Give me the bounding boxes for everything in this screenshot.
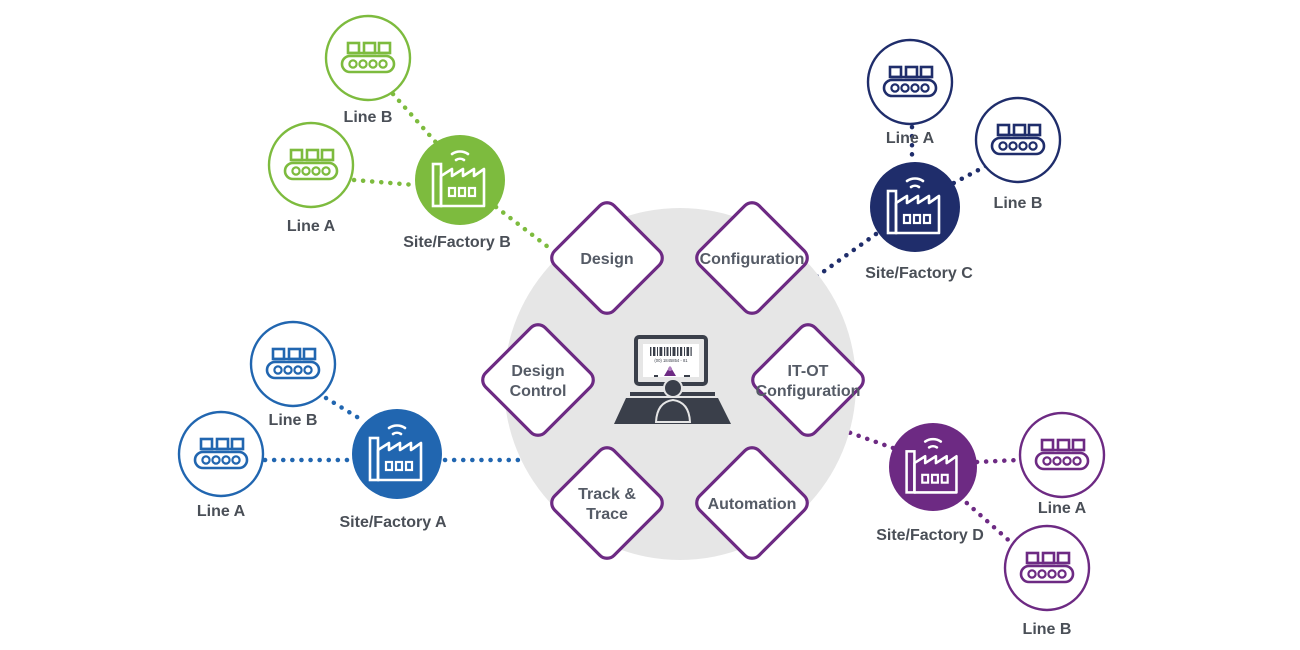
site-hub-connector	[813, 231, 879, 280]
line-circle	[974, 96, 1062, 184]
function-label: Design	[580, 251, 633, 268]
line-circle	[267, 121, 355, 209]
diamond-shape	[695, 446, 809, 560]
line-circle	[324, 14, 412, 102]
production-line: Line A	[177, 410, 265, 520]
site-label: Site/Factory C	[865, 265, 973, 282]
function-diamond: IT-OT Configuration	[751, 323, 865, 437]
function-label: IT-OT	[788, 363, 829, 380]
line-connector	[390, 91, 443, 150]
function-label: Configuration	[756, 383, 861, 400]
factory-icon	[870, 162, 960, 252]
production-line: Line A	[1018, 411, 1106, 517]
production-line: Line B	[974, 96, 1062, 212]
site-label: Site/Factory A	[340, 514, 447, 531]
function-diamond: Automation	[695, 446, 809, 560]
function-label: Design	[511, 363, 564, 380]
line-circle	[866, 38, 954, 126]
production-line: Line B	[1003, 524, 1091, 638]
factory-icon	[352, 409, 442, 499]
function-label: Configuration	[700, 251, 805, 268]
site: Site/Factory C Line A Line B	[865, 38, 1062, 282]
function-label: Track &	[578, 486, 636, 503]
line-connector	[323, 395, 365, 423]
site-label: Site/Factory D	[876, 527, 984, 544]
function-diamond: Design	[550, 201, 664, 315]
diamond-shape	[481, 323, 595, 437]
production-line: Line A	[267, 121, 355, 235]
line-label: Line A	[886, 130, 935, 147]
diamond-shape	[550, 201, 664, 315]
connectors	[262, 91, 1021, 548]
line-connector	[974, 457, 1021, 465]
production-line: Line A	[866, 38, 954, 147]
site-label: Site/Factory B	[403, 234, 511, 251]
line-label: Line B	[1023, 621, 1072, 638]
line-label: Line B	[344, 109, 393, 126]
function-diamond: Track & Trace	[550, 446, 664, 560]
line-circle	[249, 320, 337, 408]
line-label: Line B	[994, 195, 1043, 212]
site-hub-connector	[845, 429, 896, 451]
function-label: Control	[510, 383, 567, 400]
factory-icon	[889, 423, 977, 511]
operator-workstation-icon: (00) 1845854 - 81	[614, 335, 731, 424]
line-circle	[177, 410, 265, 498]
diamond-shape	[751, 323, 865, 437]
site-hub-connector	[493, 204, 555, 253]
screen-code: (00) 1845854 - 81	[654, 358, 688, 363]
diamond-shape	[695, 201, 809, 315]
production-line: Line B	[249, 320, 337, 429]
diamond-shape	[550, 446, 664, 560]
site: Site/Factory D Line A Line B	[876, 411, 1106, 638]
site: Site/Factory B Line A Line B	[267, 14, 511, 251]
line-label: Line B	[269, 412, 318, 429]
function-label: Automation	[708, 496, 797, 513]
line-label: Line A	[197, 503, 246, 520]
function-diamond: Configuration	[695, 201, 809, 315]
line-circle	[1018, 411, 1106, 499]
factory-icon	[415, 135, 505, 225]
site: Site/Factory A Line A Line B	[177, 320, 447, 531]
line-connector	[957, 494, 1017, 548]
line-connector	[947, 163, 989, 188]
function-label: Trace	[586, 506, 628, 523]
line-label: Line A	[1038, 500, 1087, 517]
line-label: Line A	[287, 218, 336, 235]
production-line: Line B	[324, 14, 412, 126]
line-circle	[1003, 524, 1091, 612]
line-connector	[351, 177, 418, 188]
